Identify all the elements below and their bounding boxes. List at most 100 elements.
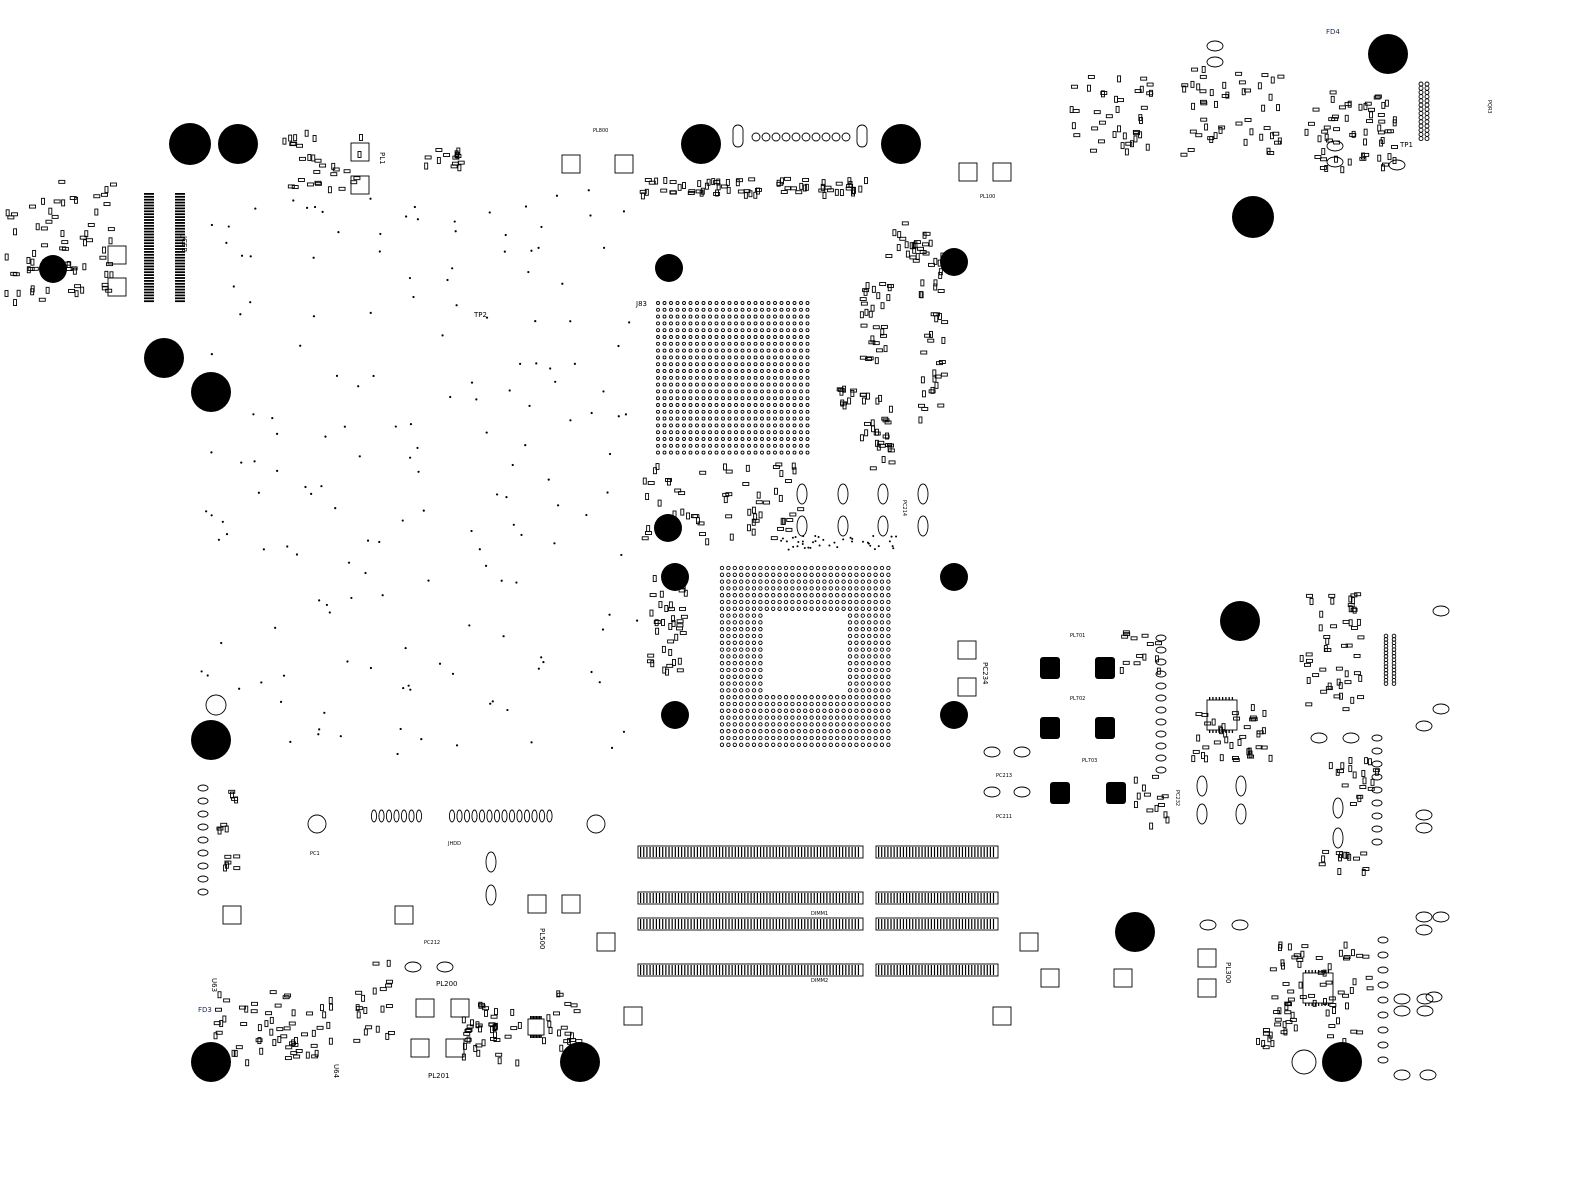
smd-part xyxy=(1139,85,1144,93)
smd-part xyxy=(1133,131,1140,136)
bga-pad xyxy=(734,348,738,353)
bga-pad xyxy=(779,314,784,319)
qfn-pin xyxy=(1318,1003,1320,1006)
smd-part xyxy=(282,137,287,145)
bga-pad xyxy=(662,341,667,346)
bga-pad xyxy=(734,389,738,394)
smd-part xyxy=(1297,960,1302,968)
connector-pad xyxy=(1418,119,1424,125)
bga-pad xyxy=(719,667,725,673)
bga-pad xyxy=(726,701,731,707)
smd-part xyxy=(1328,593,1336,598)
smd-part xyxy=(361,994,366,1002)
via xyxy=(346,660,349,663)
dimm-pin xyxy=(737,919,740,929)
smd-part xyxy=(871,285,876,293)
dimm-pin xyxy=(946,847,948,857)
smd-part xyxy=(665,478,672,482)
smd-part xyxy=(1262,709,1267,717)
bga-pad xyxy=(815,586,821,591)
bga-pad xyxy=(719,647,725,652)
smd-part xyxy=(27,267,35,271)
via xyxy=(797,540,800,543)
smd-part xyxy=(517,1021,522,1029)
dimm-pin xyxy=(775,965,777,975)
bga-pad xyxy=(753,382,758,387)
bga-pad xyxy=(805,437,810,441)
dimm-pin xyxy=(715,893,717,903)
dimm-pin xyxy=(747,893,749,903)
connector-footprints xyxy=(144,81,1430,977)
bga-pad xyxy=(732,667,737,673)
qfn-pin xyxy=(1314,1003,1317,1006)
bga-pad xyxy=(841,572,846,577)
bga-pad xyxy=(726,735,731,741)
dimm-pin xyxy=(838,847,841,857)
edge-pin xyxy=(175,256,185,259)
via xyxy=(530,741,533,744)
bga-pad xyxy=(790,599,795,605)
oval-pad xyxy=(1235,775,1247,797)
via xyxy=(890,535,893,538)
via xyxy=(892,547,895,550)
bga-pad xyxy=(786,369,790,373)
bga-pad xyxy=(764,701,769,707)
smd-part xyxy=(1191,755,1196,763)
label-u63: U63 xyxy=(210,978,218,992)
oval-pad xyxy=(1196,775,1208,797)
smd-part xyxy=(913,240,921,245)
dimm-pin xyxy=(797,965,800,975)
bga-pad xyxy=(727,328,732,333)
bga-pad xyxy=(688,341,693,346)
smd-part xyxy=(1155,641,1163,646)
smd-part xyxy=(1291,955,1299,960)
dimm-pin xyxy=(788,847,790,857)
dimm-pin xyxy=(819,847,822,857)
dimm-pin xyxy=(902,847,905,857)
edge-pin xyxy=(175,251,185,253)
qfn-pin xyxy=(537,1035,539,1038)
bga-pad xyxy=(847,586,853,591)
bga-pad xyxy=(721,416,725,421)
bga-pad xyxy=(739,620,744,625)
bga-pad xyxy=(854,606,859,611)
dimm-pin xyxy=(722,965,724,975)
smd-part xyxy=(4,253,9,261)
bga-pad xyxy=(792,443,797,448)
dimm-pin xyxy=(961,893,964,903)
oval-pad xyxy=(1377,936,1389,944)
smd-part xyxy=(748,190,753,198)
via xyxy=(279,700,283,703)
bga-pad xyxy=(764,579,769,584)
oval-pad xyxy=(1432,911,1450,923)
connector-pad xyxy=(1391,681,1397,686)
smd-part xyxy=(661,619,665,626)
via xyxy=(299,344,302,347)
bga-pad xyxy=(740,409,745,414)
dimm-pin xyxy=(890,847,892,857)
via xyxy=(334,507,337,510)
dimm-pin xyxy=(810,893,812,903)
dimm-pin xyxy=(992,965,995,975)
smd-part xyxy=(1218,126,1223,134)
bga-pad xyxy=(726,708,731,713)
bga-pad xyxy=(886,565,891,571)
bga-pad xyxy=(879,593,885,598)
edge-pin xyxy=(144,195,154,198)
via xyxy=(802,535,805,538)
bga-pad xyxy=(854,708,859,713)
bga-pad xyxy=(753,437,758,441)
bga-pad xyxy=(860,599,865,605)
smd-part xyxy=(1261,73,1269,78)
smd-part xyxy=(928,262,935,267)
bga-pad xyxy=(682,328,686,333)
smd-part xyxy=(920,279,925,287)
smd-part xyxy=(1199,74,1207,79)
smd-part xyxy=(653,467,657,475)
bga-pad xyxy=(873,640,878,645)
smd-part xyxy=(880,324,888,329)
bga-pad xyxy=(656,389,660,394)
via xyxy=(534,320,537,323)
smd-part xyxy=(478,1004,486,1009)
bga-pad xyxy=(790,606,795,611)
